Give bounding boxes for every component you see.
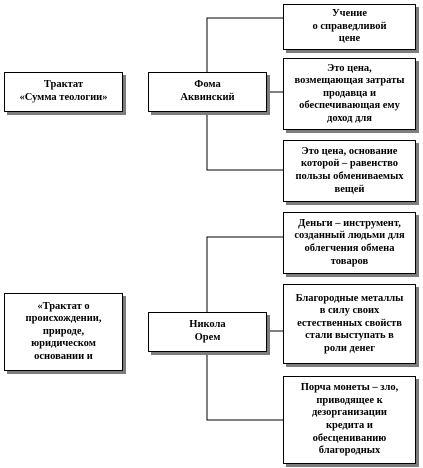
box-line: цене [338, 33, 361, 45]
box-line: вещей [334, 183, 365, 195]
connector-aquinas-r1 [206, 17, 283, 72]
box-line: Орем [194, 332, 221, 343]
box-line: благородных [318, 445, 381, 457]
summa-theologiae-box: Трактат «Сумма теологии» [4, 72, 123, 112]
box-line: Аквинский [180, 92, 235, 103]
box-line: пользы обмениваемых [295, 171, 404, 182]
money-instrument-box: Деньги – инструмент, созданный людьми дл… [283, 212, 416, 274]
box-line: о справедливой [312, 20, 387, 32]
box-line: стали выступать в [305, 330, 394, 342]
box-line: продавца и [322, 87, 377, 99]
box-line: происхождении, [25, 313, 102, 325]
price-cost-box: Это цена, возмещающая затраты продавца и… [283, 58, 416, 130]
box-line: основании и [34, 350, 93, 362]
box-line: «Сумма теологии» [19, 92, 108, 103]
connector-aquinas-r3 [206, 112, 283, 171]
box-line: «Трактат о [37, 300, 90, 312]
box-line: роли денег [324, 342, 375, 354]
thomas-aquinas-box: Фома Аквинский [148, 72, 267, 112]
box-line: дезорганизации [312, 407, 387, 419]
box-line: доход для [327, 112, 372, 124]
box-line: в силу своих [319, 305, 380, 317]
box-line: Это цена, основание [301, 145, 398, 157]
just-price-doctrine-box: Учение о справедливой цене [283, 4, 416, 50]
box-line: природе, [42, 325, 85, 337]
box-line: Трактат [43, 79, 84, 91]
box-line: естественных свойств [297, 317, 402, 329]
box-line: товаров [330, 255, 369, 267]
box-line: Это цена, [327, 62, 372, 74]
box-line: Деньги – инструмент, [298, 217, 401, 229]
box-line: Порча монеты – зло, [300, 382, 399, 394]
precious-metals-box: Благородные металлы в силу своих естеств… [283, 284, 416, 364]
box-line: созданный людьми для [294, 230, 405, 242]
box-line: Никола [189, 319, 226, 331]
box-line: приводящее к [316, 394, 383, 406]
box-line: Фома [194, 79, 221, 91]
box-line: которой – равенство [300, 158, 399, 170]
price-utility-box: Это цена, основание которой – равенство … [283, 140, 416, 202]
box-line: облегчения обмена [304, 243, 395, 254]
connector-oresme-r6 [206, 352, 283, 421]
connector-oresme-r4 [206, 236, 283, 312]
box-line: кредита и [326, 420, 373, 431]
box-line: юридическом [31, 338, 96, 350]
box-line: обесцениванию [312, 432, 387, 444]
nicole-oresme-box: Никола Орем [148, 312, 267, 352]
box-line: Благородные металлы [295, 292, 404, 304]
oresme-treatise-box: «Трактат о происхождении, природе, юриди… [4, 293, 123, 371]
box-line: Учение [331, 8, 368, 20]
box-line: возмещающая затраты [294, 75, 405, 87]
box-line: обеспечивающая ему [299, 100, 400, 112]
coin-debasement-box: Порча монеты – зло, приводящее к дезорга… [283, 376, 416, 464]
